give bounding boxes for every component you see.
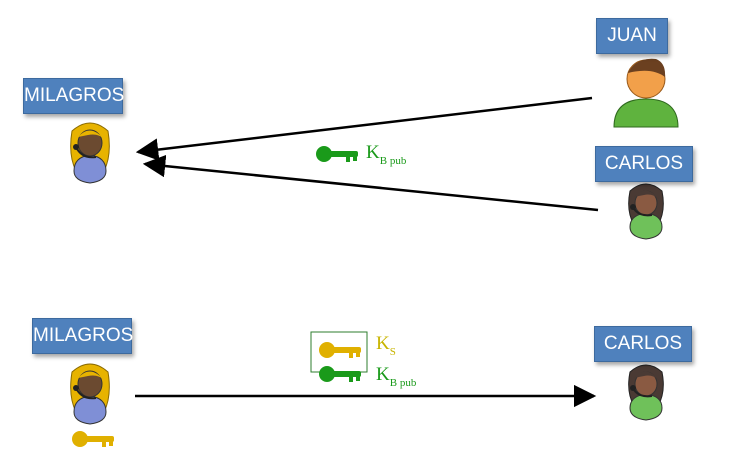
juan-avatar bbox=[613, 58, 679, 128]
milagros-avatar-bottom bbox=[69, 363, 111, 425]
label-milagros-top: MILAGROS bbox=[23, 78, 124, 114]
arrow-juan-to-milagros bbox=[135, 96, 593, 161]
public-key-icon-envelope bbox=[319, 366, 361, 382]
carlos-avatar-bottom bbox=[627, 364, 665, 421]
session-key-icon-milagros bbox=[72, 431, 114, 447]
label-carlos-bottom: CARLOS bbox=[594, 326, 692, 362]
bottom-scene bbox=[69, 331, 665, 447]
session-key-icon-envelope bbox=[319, 342, 361, 358]
session-key-label: KS bbox=[376, 333, 396, 358]
public-key-label-top: KB pub bbox=[366, 142, 407, 167]
key-subscript: B pub bbox=[379, 155, 407, 167]
arrow-carlos-to-milagros bbox=[142, 154, 599, 212]
public-key-icon-top bbox=[316, 146, 358, 162]
label-milagros-bottom: MILAGROS bbox=[32, 318, 133, 354]
key-symbol: K bbox=[366, 142, 380, 163]
key-subscript: B pub bbox=[389, 377, 417, 389]
milagros-avatar-top bbox=[69, 122, 111, 184]
key-symbol: K bbox=[376, 333, 390, 354]
top-scene bbox=[69, 58, 679, 240]
label-carlos-top: CARLOS bbox=[595, 146, 693, 182]
key-subscript: S bbox=[389, 346, 396, 358]
label-juan: JUAN bbox=[596, 18, 668, 54]
public-key-label-bottom: KB pub bbox=[376, 364, 417, 389]
carlos-avatar-top bbox=[627, 183, 665, 240]
key-symbol: K bbox=[376, 364, 390, 385]
